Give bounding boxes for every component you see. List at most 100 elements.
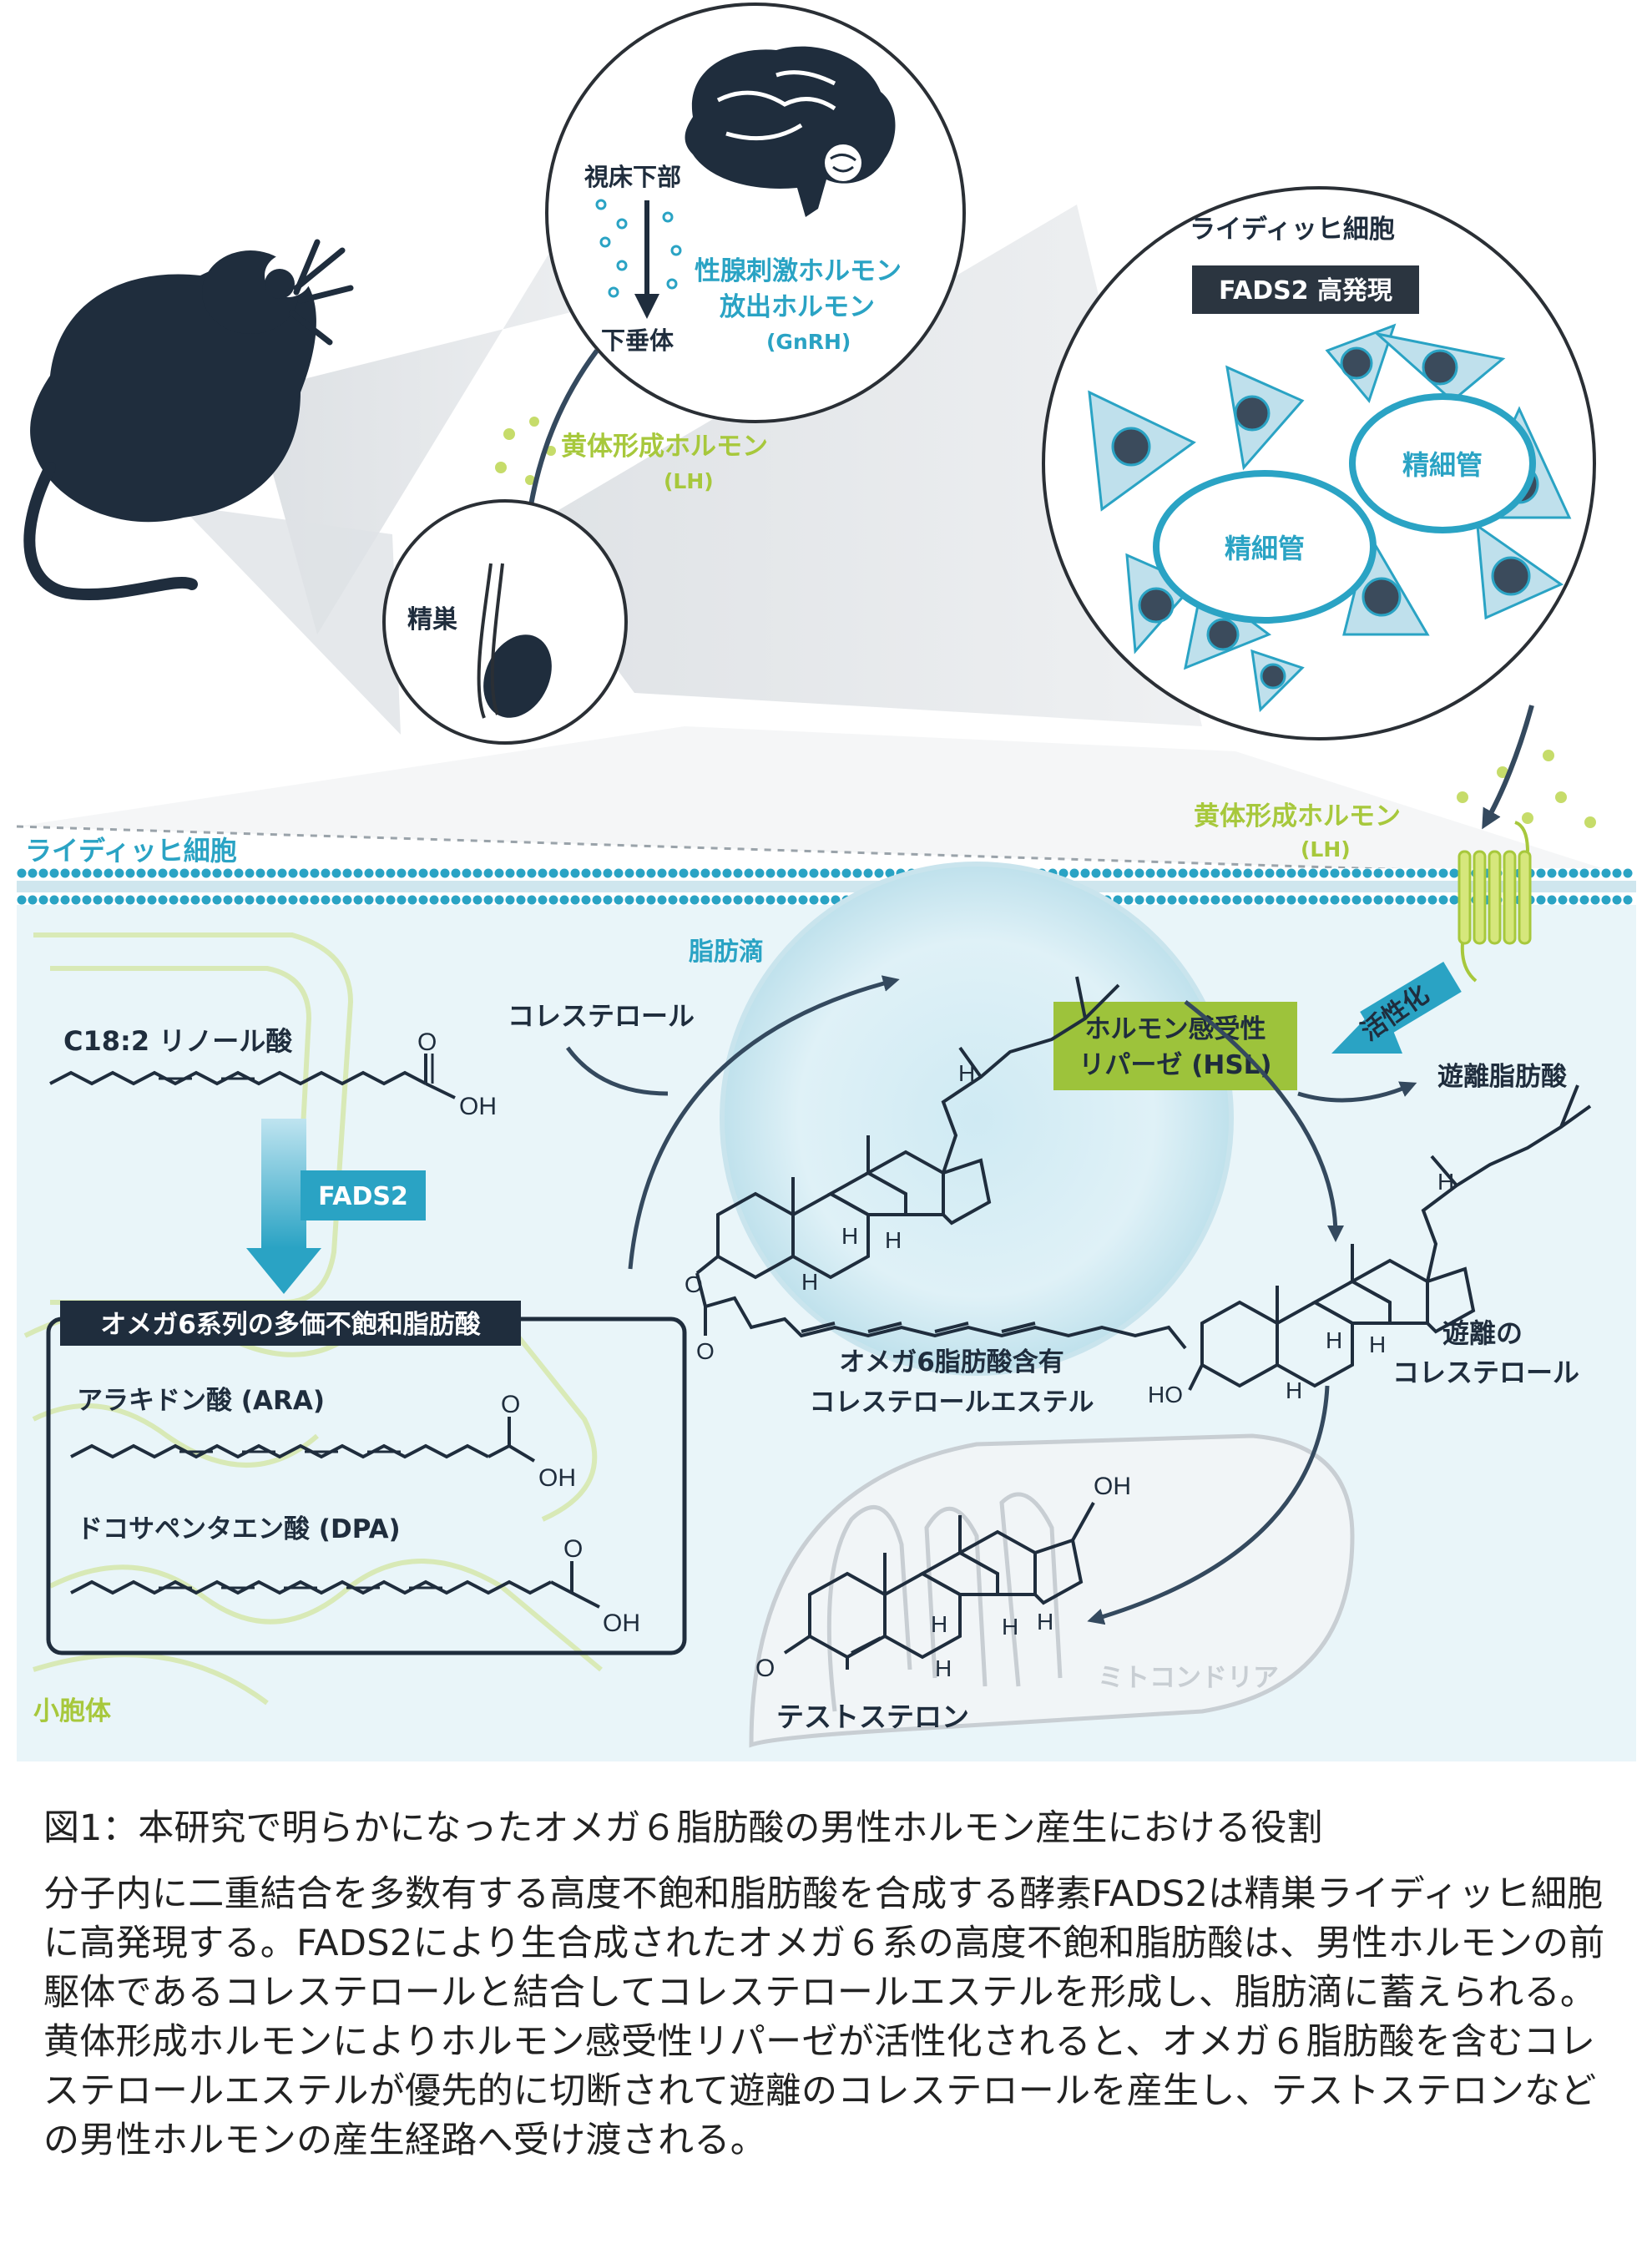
membrane-lipid-head	[1145, 868, 1155, 878]
membrane-lipid-head	[28, 895, 38, 905]
free-chol-h-2: H	[1326, 1327, 1342, 1353]
membrane-lipid-head	[1373, 868, 1383, 878]
brain-icon	[685, 46, 896, 217]
lh-top-abbr: (LH)	[664, 469, 714, 493]
membrane-lipid-head	[1232, 895, 1242, 905]
membrane-lipid-head	[407, 895, 417, 905]
membrane-lipid-head	[1221, 868, 1231, 878]
membrane-lipid-head	[1265, 895, 1275, 905]
seminiferous-label-1: 精細管	[1225, 533, 1305, 564]
membrane-lipid-head	[1558, 895, 1568, 905]
membrane-lipid-head	[1232, 868, 1242, 878]
gnrh-dots	[595, 199, 682, 298]
membrane-lipid-head	[125, 895, 135, 905]
ester-o-1: O	[685, 1271, 703, 1297]
membrane-lipid-head	[1341, 895, 1351, 905]
membrane-lipid-head	[82, 895, 92, 905]
membrane-lipid-head	[429, 895, 439, 905]
fads2-arrow-shaft	[261, 1119, 306, 1248]
membrane-lipid-head	[798, 895, 808, 905]
membrane-lipid-head	[234, 895, 244, 905]
free-fatty-acid-label: 遊離脂肪酸	[1437, 1062, 1568, 1092]
membrane-lipid-head	[1167, 895, 1177, 905]
ester-o-2: O	[696, 1338, 715, 1364]
membrane-lipid-head	[1058, 868, 1068, 878]
membrane-lipid-head	[516, 868, 526, 878]
dpa-label: ドコサペンタエン酸 (DPA)	[77, 1514, 401, 1544]
membrane-lipid-head	[1547, 895, 1557, 905]
membrane-lipid-head	[668, 868, 678, 878]
membrane-lipid-head	[1427, 895, 1437, 905]
testo-h-3: H	[935, 1655, 952, 1681]
membrane-lipid-head	[1297, 895, 1307, 905]
caption-title: 図1：本研究で明らかになったオメガ６脂肪酸の男性ホルモン産生における役割	[43, 1807, 1323, 1849]
membrane-lipid-head	[418, 895, 428, 905]
linoleic-label: C18:2 リノール酸	[63, 1025, 293, 1057]
cholesterol-arrow	[565, 1046, 669, 1096]
membrane-lipid-head	[375, 895, 385, 905]
membrane-lipid-head	[744, 868, 754, 878]
free-chol-h-1: H	[1437, 1169, 1454, 1195]
membrane-lipid-head	[1547, 868, 1557, 878]
hsl-cleavage-arrow	[1184, 1000, 1344, 1242]
membrane-lipid-head	[299, 868, 309, 878]
membrane-lipid-head	[1113, 868, 1123, 878]
lipid-droplet	[720, 862, 1234, 1376]
fads2-arrowhead	[246, 1248, 321, 1294]
ester-label-2: コレステロールエステル	[810, 1387, 1094, 1418]
membrane-lipid-head	[1102, 868, 1112, 878]
membrane-lipid-head	[1221, 895, 1231, 905]
membrane-lipid-head	[223, 868, 233, 878]
membrane-lipid-head	[104, 868, 114, 878]
membrane-lipid-head	[342, 868, 352, 878]
membrane-lipid-head	[1384, 868, 1394, 878]
membrane-lipid-head	[1091, 868, 1101, 878]
membrane-lipid-head	[1286, 868, 1296, 878]
membrane-lipid-head	[1351, 868, 1362, 878]
membrane-lipid-head	[440, 895, 450, 905]
membrane-lipid-head	[1330, 895, 1340, 905]
cell-membrane	[17, 868, 1636, 905]
membrane-lipid-head	[592, 868, 602, 878]
membrane-lipid-head	[1200, 895, 1210, 905]
membrane-lipid-head	[179, 895, 189, 905]
membrane-lipid-head	[1319, 868, 1329, 878]
membrane-lipid-head	[93, 868, 103, 878]
membrane-lipid-head	[1438, 895, 1448, 905]
ara-label: アラキドン酸 (ARA)	[77, 1386, 325, 1416]
membrane-lipid-head	[1590, 868, 1600, 878]
membrane-lipid-head	[809, 895, 819, 905]
lh-right-abbr: (LH)	[1301, 837, 1351, 862]
membrane-lipid-head	[1189, 868, 1199, 878]
membrane-lipid-head	[310, 895, 320, 905]
caption: 図1：本研究で明らかになったオメガ６脂肪酸の男性ホルモン産生における役割 分子内…	[43, 1803, 1613, 2166]
free-chol-ho: HO	[1148, 1382, 1183, 1407]
membrane-lipid-head	[342, 895, 352, 905]
er-label: 小胞体	[33, 1696, 111, 1726]
membrane-lipid-head	[1623, 868, 1633, 878]
membrane-lipid-head	[711, 868, 721, 878]
membrane-lipid-head	[765, 895, 775, 905]
membrane-lipid-head	[798, 868, 808, 878]
membrane-lipid-head	[1623, 895, 1633, 905]
hypothalamus-label: 視床下部	[584, 163, 681, 191]
membrane-lipid-head	[104, 895, 114, 905]
membrane-lipid-head	[418, 868, 428, 878]
membrane-lipid-head	[1080, 868, 1090, 878]
ester-formation-arrow	[628, 975, 900, 1270]
membrane-lipid-head	[483, 868, 493, 878]
membrane-lipid-head	[1558, 868, 1568, 878]
membrane-lipid-head	[288, 895, 298, 905]
membrane-lipid-head	[527, 895, 537, 905]
membrane-lipid-head	[744, 895, 754, 905]
membrane-lipid-head	[668, 895, 678, 905]
membrane-lipid-head	[1069, 868, 1079, 878]
membrane-lipid-head	[690, 895, 700, 905]
leydig-panel: ライディッヒ細胞 FADS2 高発現 精細管 精細管	[1042, 186, 1596, 740]
membrane-lipid-head	[657, 895, 667, 905]
membrane-lipid-head	[820, 868, 830, 878]
membrane-lipid-head	[787, 868, 797, 878]
membrane-lipid-head	[299, 895, 309, 905]
gnrh-abbr: (GnRH)	[766, 330, 851, 354]
membrane-lipid-head	[277, 895, 287, 905]
